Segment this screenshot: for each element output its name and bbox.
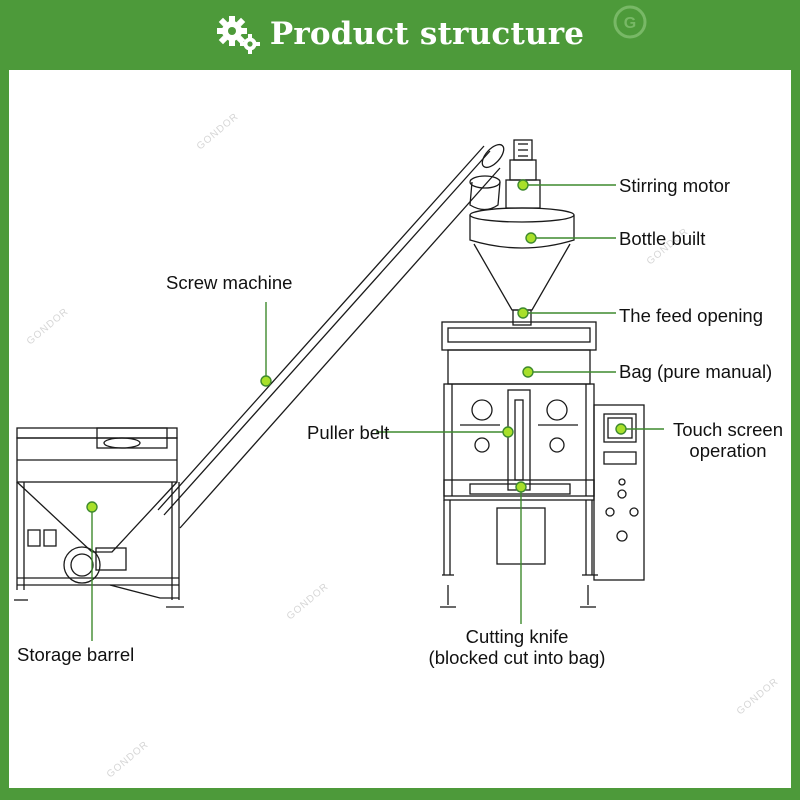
svg-text:G: G — [624, 15, 636, 32]
machine-diagram: GONDOR GONDOR GONDOR GONDOR GONDOR GONDO… — [14, 111, 783, 780]
label-puller-belt: Puller belt — [307, 422, 389, 443]
svg-text:GONDOR: GONDOR — [25, 306, 71, 347]
svg-text:GONDOR: GONDOR — [195, 111, 241, 152]
label-storage-barrel: Storage barrel — [17, 644, 134, 665]
label-feed-opening: The feed opening — [619, 305, 763, 326]
markers — [86, 179, 627, 513]
svg-text:GONDOR: GONDOR — [285, 581, 331, 622]
label-stirring-motor: Stirring motor — [619, 175, 730, 196]
packaging-frame — [440, 321, 598, 608]
gears-icon — [216, 16, 260, 54]
label-touch-screen-line2: operation — [689, 440, 766, 461]
page-title: Product structure — [269, 16, 585, 52]
control-cabinet — [593, 404, 645, 581]
screw-conveyor — [157, 143, 505, 529]
diagram-panel: GONDOR GONDOR GONDOR GONDOR GONDOR GONDO… — [9, 70, 791, 788]
header-banner: Product structure G — [0, 0, 800, 68]
svg-text:GONDOR: GONDOR — [735, 676, 781, 717]
label-cutting-knife-line2: (blocked cut into bag) — [429, 647, 606, 668]
label-bag: Bag (pure manual) — [619, 361, 772, 382]
label-cutting-knife-line1: Cutting knife — [466, 626, 569, 647]
label-touch-screen-line1: Touch screen — [673, 419, 783, 440]
svg-text:GONDOR: GONDOR — [105, 739, 151, 780]
label-bottle-built: Bottle built — [619, 228, 705, 249]
stirring-motor — [505, 139, 541, 209]
leader-lines — [91, 184, 664, 641]
storage-barrel — [14, 427, 184, 608]
watermark-logo: G — [613, 5, 647, 39]
label-screw-machine: Screw machine — [166, 272, 292, 293]
